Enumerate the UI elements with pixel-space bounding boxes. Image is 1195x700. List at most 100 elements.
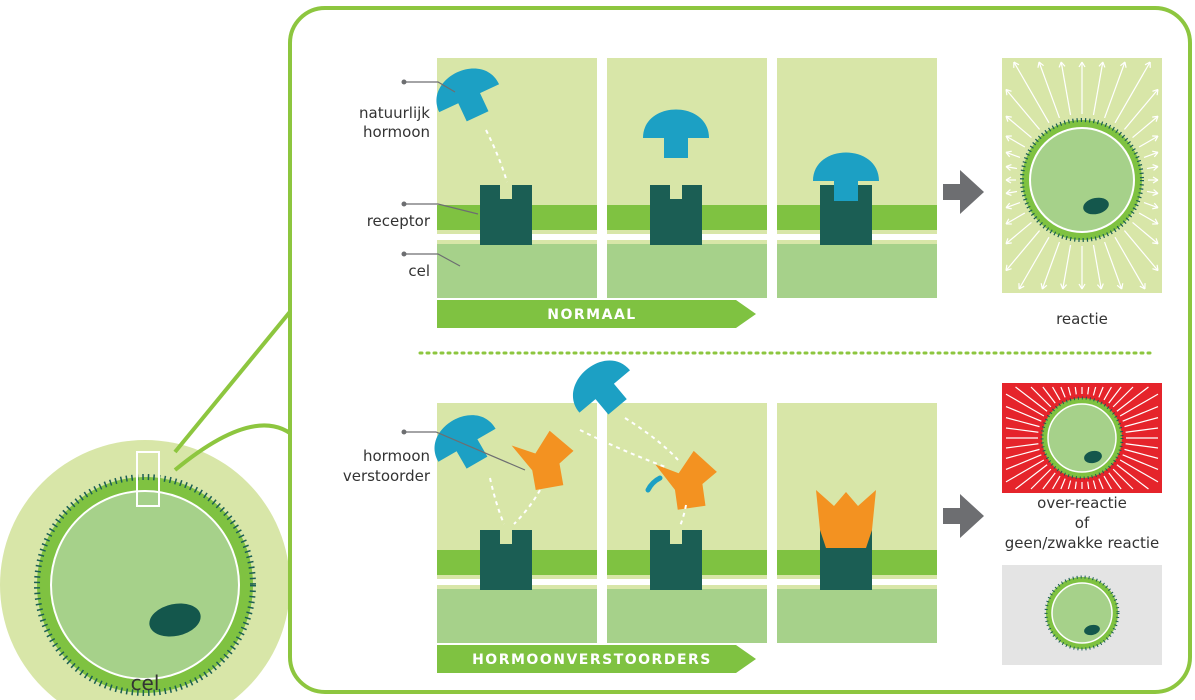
ray-head: [1152, 150, 1159, 158]
ray: [1067, 386, 1072, 396]
big-cell-nucleus: [149, 603, 201, 637]
ray: [1005, 115, 1032, 139]
ray: [1038, 61, 1060, 119]
ray: [1122, 405, 1159, 422]
ray-head: [1005, 88, 1012, 96]
label-natural-hormone-1: natuurlijk: [359, 104, 430, 122]
over-nucleus: [1084, 450, 1102, 464]
ray-head: [1037, 61, 1044, 68]
weak-cell-body: [1051, 582, 1113, 644]
ray: [1005, 459, 1045, 483]
result-normal-label: reactie: [1056, 310, 1108, 328]
ray: [1119, 459, 1159, 483]
ray-head: [1005, 202, 1012, 210]
ray: [1104, 61, 1126, 119]
ray: [1005, 166, 1018, 170]
weak-nucleus: [1084, 624, 1100, 636]
ray: [1062, 244, 1072, 290]
banner-disruptor-label: HORMOONVERSTOORDERS: [472, 652, 712, 668]
cell-body: [437, 589, 597, 643]
ray: [1013, 61, 1050, 124]
big-cell-label: cel: [131, 671, 160, 695]
cell-body: [607, 589, 767, 643]
ray: [1005, 448, 1040, 459]
ray: [1138, 135, 1159, 148]
ray: [1146, 166, 1159, 170]
banner-shape: [437, 300, 756, 328]
ray: [1103, 386, 1112, 401]
ray: [1060, 386, 1066, 398]
banner-disruptor: HORMOONVERSTOORDERS: [437, 645, 756, 673]
panel-disruptor-1: [424, 403, 597, 643]
ray-head: [1013, 61, 1020, 68]
ray-head: [1098, 61, 1106, 68]
ray: [1005, 89, 1041, 130]
ray: [1123, 89, 1159, 130]
callout-connector: [173, 300, 300, 472]
ray: [1005, 151, 1021, 158]
ray-head: [1152, 264, 1159, 272]
ray-head: [1005, 189, 1012, 197]
panel-normal-3: [777, 58, 937, 298]
approach-arrow-hormone: [489, 477, 505, 525]
ray-head: [1152, 238, 1159, 245]
result-normal: reactie: [1002, 58, 1162, 328]
weak-cell-receptors: [1044, 575, 1120, 651]
ray: [1132, 221, 1159, 245]
ray-head: [1005, 135, 1012, 142]
ray: [1005, 417, 1040, 428]
ray: [1005, 202, 1021, 209]
zoom-marker: [136, 451, 160, 507]
ray: [1108, 386, 1122, 404]
ray-head: [1078, 61, 1086, 68]
banner-normal-label: NORMAAL: [547, 307, 636, 323]
ray: [1124, 417, 1159, 428]
ray: [1116, 464, 1149, 490]
ray: [1030, 386, 1052, 408]
bound-disruptor: [816, 490, 876, 548]
ray: [1116, 386, 1149, 412]
over-reaction-rays: [1005, 386, 1159, 490]
leader-line-disruptor: [404, 431, 526, 471]
ray: [1138, 212, 1159, 225]
over-cell-receptors: [1040, 396, 1124, 480]
ray: [1042, 386, 1056, 404]
ray: [1119, 393, 1159, 417]
panel-disruptor-2: [579, 403, 767, 643]
approach-arrow: [485, 129, 508, 183]
ray: [1060, 478, 1066, 490]
ray: [1143, 151, 1159, 158]
ray: [1114, 61, 1151, 124]
approach-arrow-disruptor: [513, 489, 541, 525]
big-cell-body: [50, 490, 240, 680]
ray: [1005, 135, 1026, 148]
ray-head: [1152, 135, 1159, 142]
ray: [1052, 475, 1061, 490]
ray-head: [1120, 61, 1127, 68]
result-cell-receptors: [1020, 118, 1144, 242]
cell-body: [437, 244, 597, 298]
label-disruptor-1: hormoon: [363, 447, 430, 465]
label-receptor: receptor: [367, 212, 431, 230]
ray: [1108, 472, 1122, 490]
cell-body: [607, 244, 767, 298]
ray: [1015, 464, 1048, 490]
leader-line-hormone: [404, 81, 456, 93]
ray-head: [1152, 189, 1159, 197]
ray: [1112, 386, 1134, 408]
ray-head: [1060, 283, 1068, 290]
ray: [1052, 386, 1061, 401]
result-disruptor-line2: of: [1075, 514, 1090, 532]
ray: [1005, 393, 1045, 417]
cell-body: [777, 244, 937, 298]
ray-head: [1144, 61, 1151, 68]
label-natural-hormone-2: hormoon: [363, 123, 430, 141]
ray-head: [1152, 115, 1159, 122]
label-disruptor-2: verstoorder: [343, 467, 431, 485]
ray-head: [1096, 283, 1104, 290]
panel-normal-1: [427, 58, 597, 298]
deflect-arrow-1: [579, 429, 669, 469]
ray-head: [1005, 115, 1012, 122]
ray: [1015, 386, 1048, 412]
